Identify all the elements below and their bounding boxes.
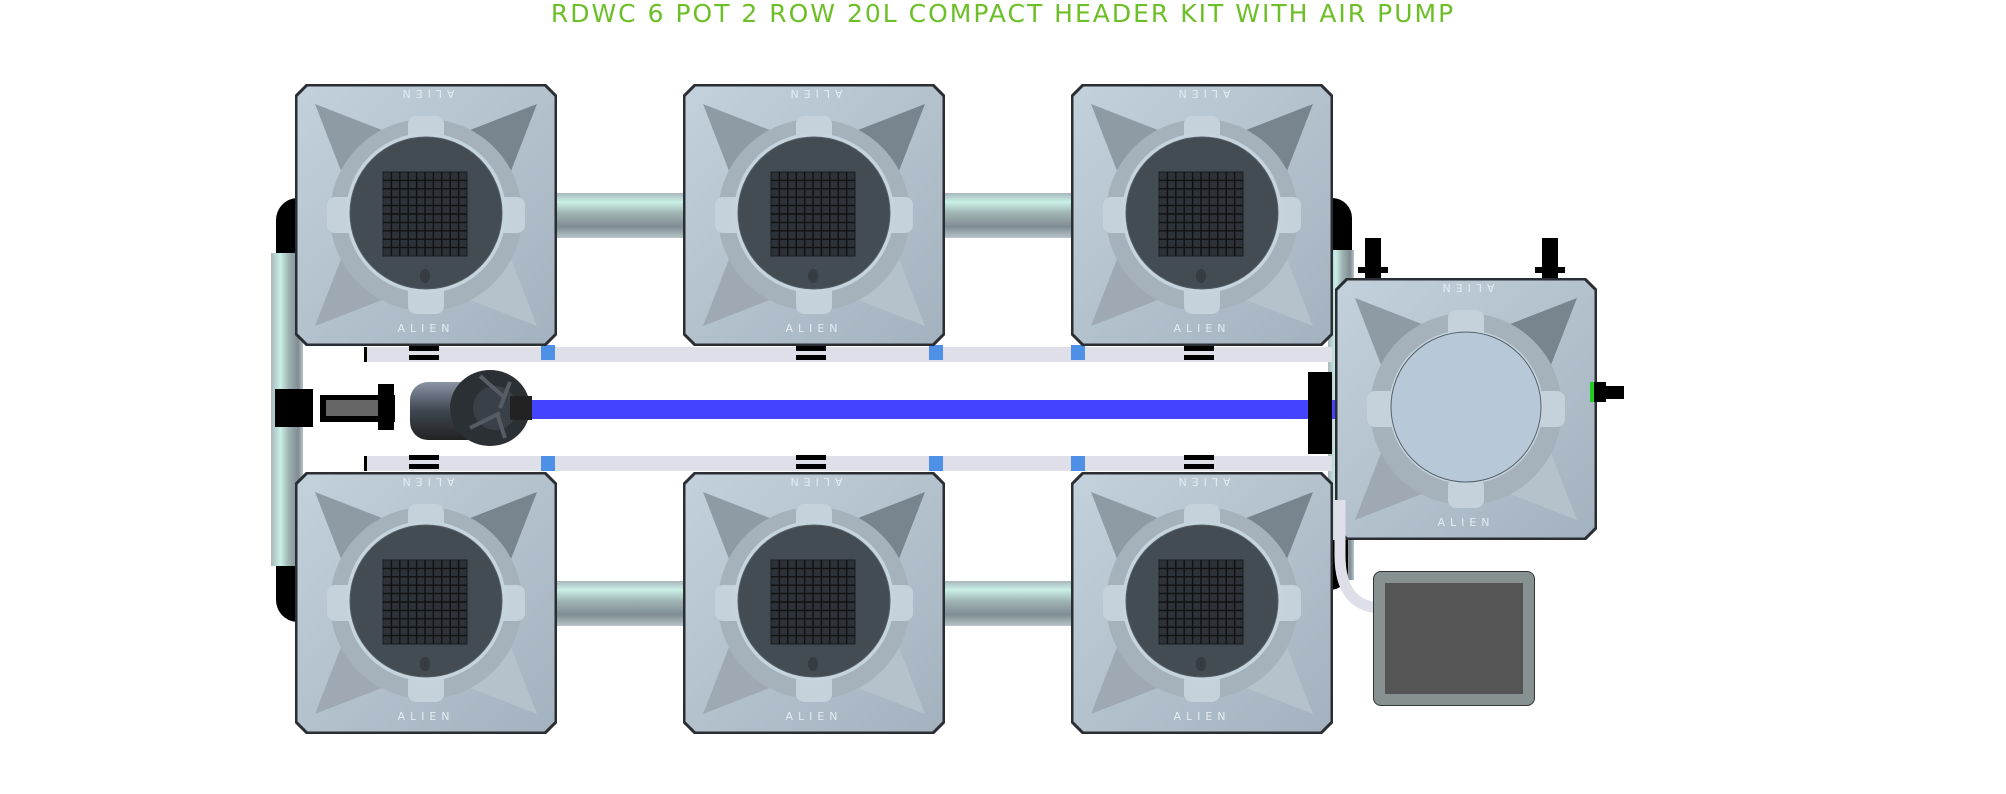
grow-pot-4: ALIEN ALIEN	[294, 471, 558, 738]
svg-text:ALIEN: ALIEN	[785, 475, 842, 488]
clip	[796, 346, 826, 351]
hose-barb-insert	[326, 400, 388, 416]
svg-text:ALIEN: ALIEN	[397, 475, 454, 488]
header-fitting-base	[1535, 267, 1565, 273]
clip	[1184, 346, 1214, 351]
drain-valve	[1590, 382, 1594, 402]
elbow-top-right	[1330, 198, 1352, 258]
page-title: RDWC 6 POT 2 ROW 20L COMPACT HEADER KIT …	[550, 0, 1456, 28]
clip	[1184, 455, 1214, 460]
air-pump-face	[1385, 583, 1523, 694]
grow-pot-icon: ALIEN ALIEN	[294, 83, 558, 347]
grow-pot-icon: ALIEN ALIEN	[294, 471, 558, 735]
svg-text:ALIEN: ALIEN	[1173, 475, 1230, 488]
header-fitting-base	[1358, 267, 1388, 273]
pipe-bottom-2	[943, 581, 1073, 626]
clip	[409, 346, 439, 351]
svg-text:ALIEN: ALIEN	[397, 322, 454, 335]
svg-text:ALIEN: ALIEN	[785, 710, 842, 723]
svg-text:ALIEN: ALIEN	[1173, 322, 1230, 335]
air-tube-top	[366, 347, 1332, 362]
header-connector	[1308, 372, 1332, 454]
grow-pot-icon: ALIEN ALIEN	[1070, 471, 1334, 735]
svg-text:ALIEN: ALIEN	[397, 710, 454, 723]
grow-pot-icon: ALIEN ALIEN	[1070, 83, 1334, 347]
fitting	[541, 456, 555, 471]
svg-text:ALIEN: ALIEN	[785, 87, 842, 100]
svg-text:ALIEN: ALIEN	[1173, 87, 1230, 100]
clip	[796, 455, 826, 460]
pipe-top-2	[943, 193, 1073, 238]
svg-text:ALIEN: ALIEN	[1437, 281, 1494, 294]
drain-valve-tap	[1606, 386, 1624, 399]
tube-end-top	[364, 347, 367, 362]
header-tank: ALIEN ALIEN	[1334, 277, 1598, 544]
left-connector	[275, 389, 313, 427]
grow-pot-5: ALIEN ALIEN	[682, 471, 946, 738]
svg-text:ALIEN: ALIEN	[1173, 710, 1230, 723]
grow-pot-2: ALIEN ALIEN	[682, 83, 946, 350]
air-tube-bottom	[366, 456, 1332, 471]
water-pump-icon	[410, 370, 532, 446]
fitting	[929, 345, 943, 360]
svg-text:ALIEN: ALIEN	[1437, 516, 1494, 529]
pipe-top-1	[555, 193, 685, 238]
grow-pot-icon: ALIEN ALIEN	[682, 83, 946, 347]
tube-end-bottom	[364, 456, 367, 471]
grow-pot-1: ALIEN ALIEN	[294, 83, 558, 350]
grow-pot-icon: ALIEN ALIEN	[682, 471, 946, 735]
drain-valve-body	[1594, 382, 1606, 402]
air-pump	[1373, 571, 1535, 706]
grow-pot-3: ALIEN ALIEN	[1070, 83, 1334, 350]
svg-text:ALIEN: ALIEN	[785, 322, 842, 335]
pipe-bottom-1	[555, 581, 685, 626]
return-line	[520, 400, 1340, 419]
fitting	[929, 456, 943, 471]
header-tank-icon: ALIEN ALIEN	[1334, 277, 1598, 541]
hose-barb-collar	[378, 384, 394, 430]
grow-pot-6: ALIEN ALIEN	[1070, 471, 1334, 738]
fitting	[541, 345, 555, 360]
svg-text:ALIEN: ALIEN	[397, 87, 454, 100]
fitting	[1071, 345, 1085, 360]
clip	[409, 455, 439, 460]
fitting	[1071, 456, 1085, 471]
